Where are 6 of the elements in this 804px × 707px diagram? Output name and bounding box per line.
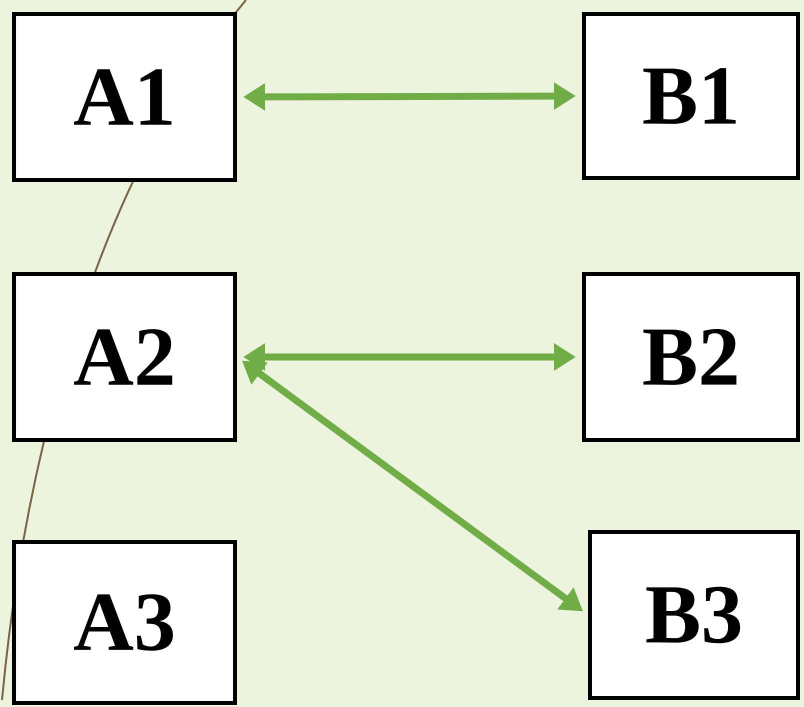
label-box: B1 [582, 12, 800, 180]
label-box: B3 [588, 530, 800, 700]
label-box: A3 [12, 540, 237, 705]
label-box: A2 [12, 272, 237, 442]
label-box: B2 [582, 272, 800, 442]
label-box: A1 [12, 12, 237, 182]
